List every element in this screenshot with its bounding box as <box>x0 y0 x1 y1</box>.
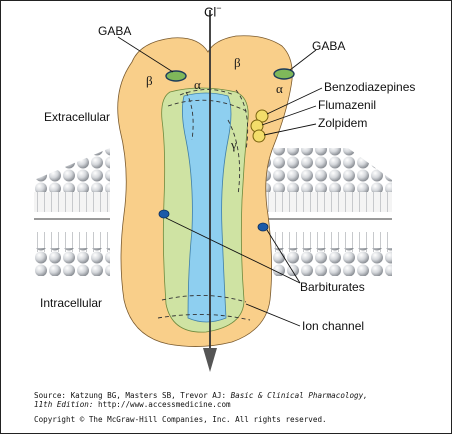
gaba-binding-site-left <box>166 71 186 81</box>
subunit-alpha-left: α <box>194 78 201 92</box>
benzodiazepines-label: Benzodiazepines <box>324 80 415 94</box>
membrane-right <box>262 143 392 276</box>
subunit-gamma: γ <box>231 138 237 152</box>
barbiturate-site-left <box>159 210 169 218</box>
membrane-left <box>34 143 124 276</box>
source-caption-line1: Source: Katzung BG, Masters SB, Trevor A… <box>34 391 368 400</box>
barbiturates-label: Barbiturates <box>300 280 365 294</box>
source-caption-line2: 11th Edition: http://www.accessmedicine.… <box>34 400 231 409</box>
flumazenil-label: Flumazenil <box>318 98 376 112</box>
subunit-beta-right: β <box>234 56 241 70</box>
zolpidem-label: Zolpidem <box>318 116 367 130</box>
barbiturate-site-right <box>258 223 268 231</box>
gaba-label-right: GABA <box>312 39 345 53</box>
ion-channel-label: Ion channel <box>302 319 364 333</box>
subunit-alpha-right: α <box>276 82 283 96</box>
copyright-caption: Copyright © The McGraw-Hill Companies, I… <box>34 415 327 424</box>
extracellular-label: Extracellular <box>44 110 110 124</box>
gaba-label-left: GABA <box>98 24 131 38</box>
intracellular-label: Intracellular <box>40 296 102 310</box>
gaba-binding-site-right <box>274 69 294 79</box>
subunit-beta-left: β <box>146 74 153 88</box>
ion-label: Cl− <box>204 1 222 19</box>
